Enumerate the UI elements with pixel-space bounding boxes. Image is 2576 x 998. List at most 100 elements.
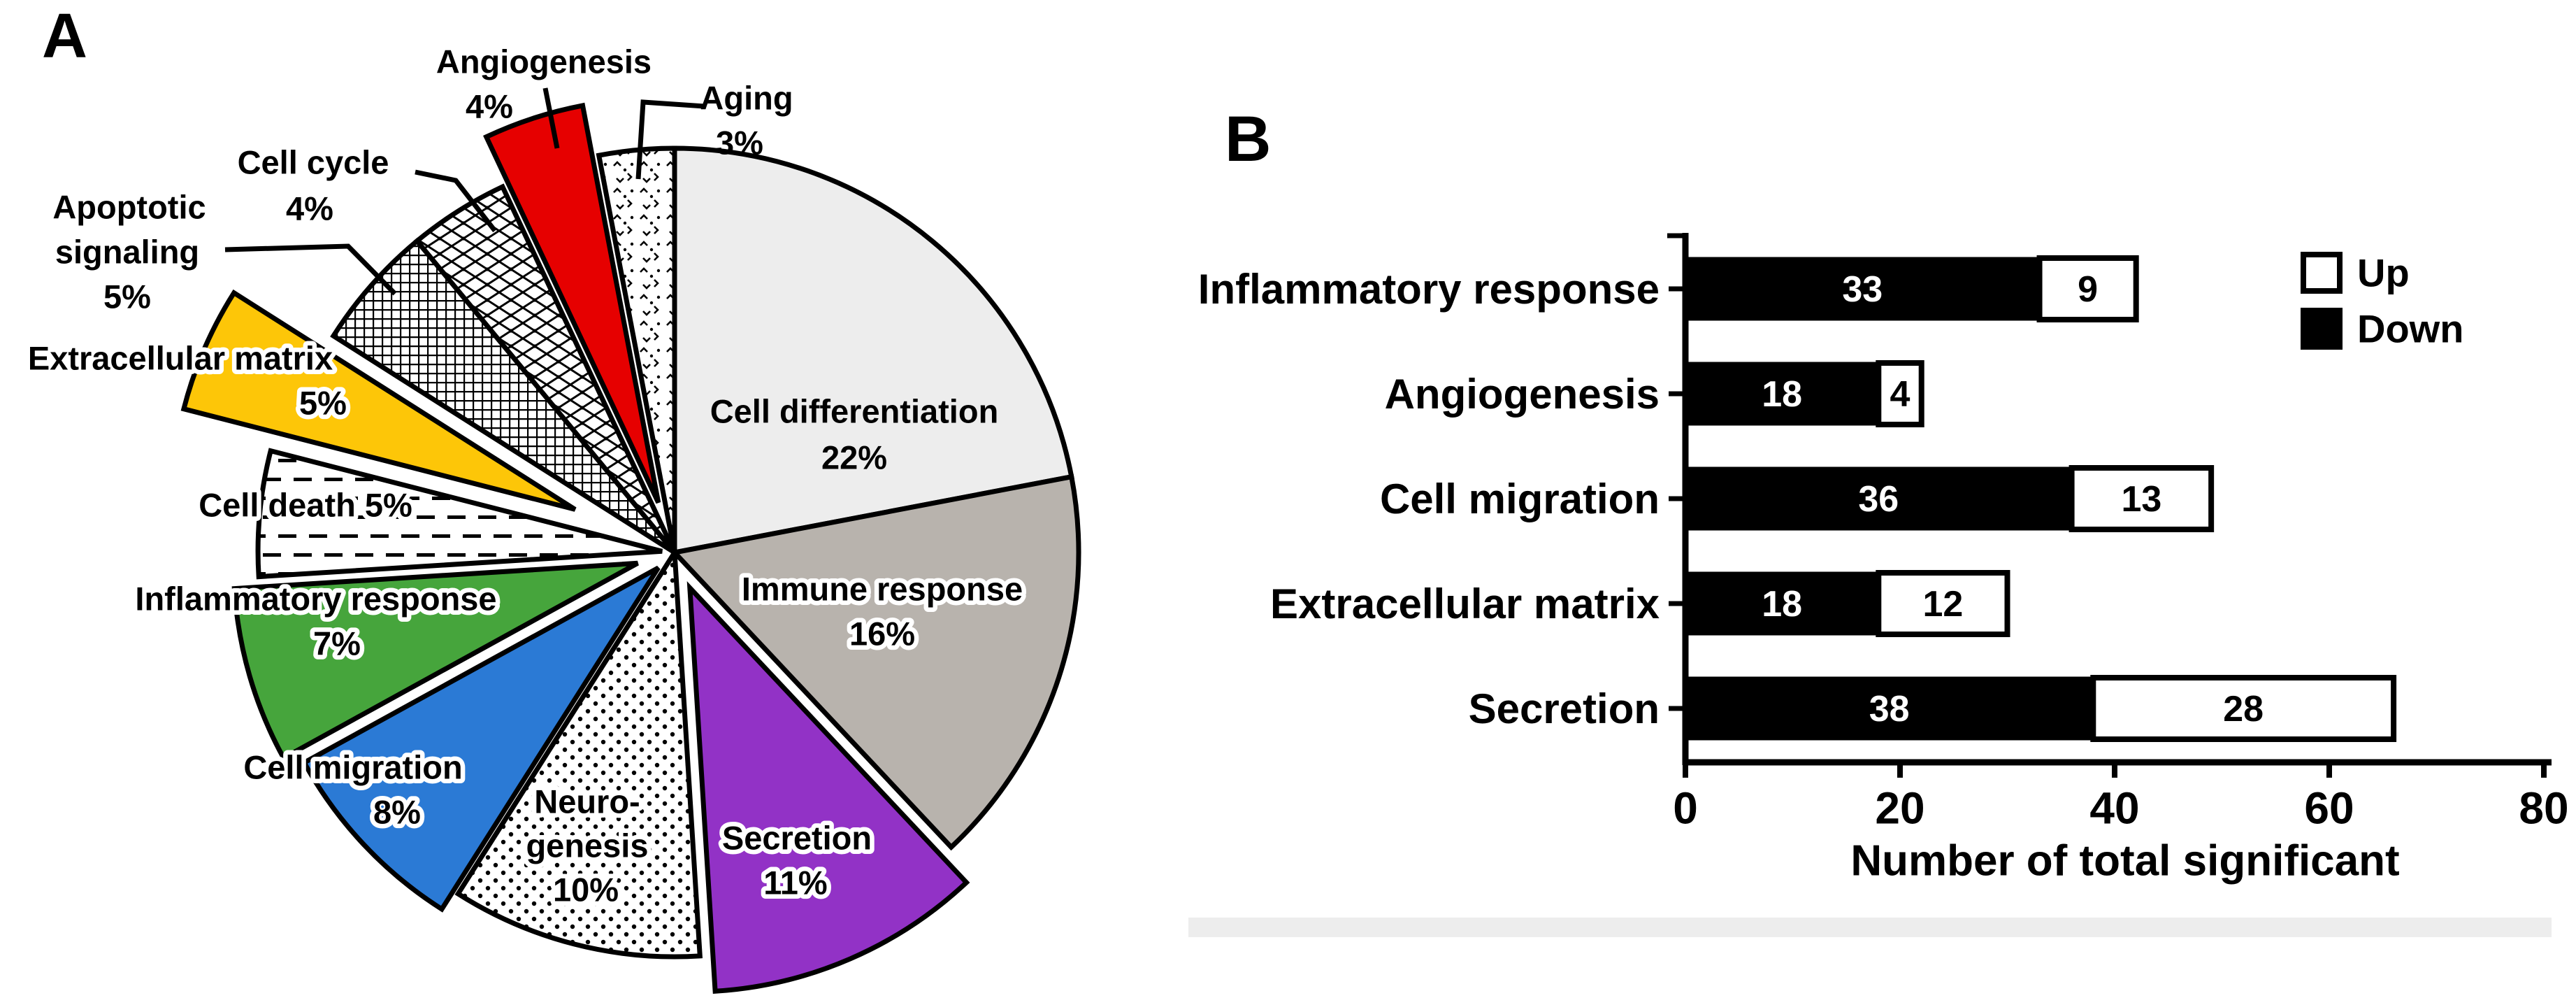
bar-segment-up (2068, 465, 2215, 532)
bar-segment-up (2090, 675, 2397, 742)
pie-label-line: 4% (286, 190, 333, 227)
bar-row-2: Angiogenesis 18 4 (1385, 360, 1924, 427)
pie-label-line: 8% (373, 793, 421, 830)
category-label: Extracellular matrix (1270, 580, 1660, 627)
pie-slice-immune-response (670, 473, 1081, 851)
bar-segment-down (1684, 466, 2073, 531)
background-strip (1188, 918, 2552, 937)
bar-value-up: 12 (1922, 584, 1963, 625)
pie-label-line: Inflammatory response (135, 580, 496, 617)
bar-value-down: 36 (1858, 479, 1899, 520)
bar-segment-up (1876, 360, 1924, 427)
category-label: Cell migration (1380, 476, 1660, 522)
panel-b-letter: B (1225, 104, 1271, 175)
bar-value-down: 18 (1762, 374, 1802, 415)
category-label: Inflammatory response (1198, 266, 1660, 313)
legend-swatch-up (2301, 252, 2343, 294)
x-tick-label-40: 40 (2089, 783, 2139, 833)
pie-label-extracellular-matrix: Extracellular matrix 5% (23, 335, 351, 426)
bar-value-up: 28 (2223, 689, 2264, 729)
pie-slice-extracellular-matrix (180, 289, 577, 512)
pie-label-aging: Aging 3% (700, 79, 793, 161)
pie-slice-angiogenesis (483, 102, 661, 504)
pie-label-line: Extracellular matrix (28, 339, 333, 376)
pie-label-line: genesis (526, 827, 648, 864)
pie-label-line: Neuro- (534, 783, 640, 820)
pie-label-line: 11% (763, 864, 827, 901)
pie-label-cell-differentiation: Cell differentiation 22% (710, 392, 999, 476)
bar-row-1: Inflammatory response 33 9 (1198, 255, 2139, 322)
pie-chart (180, 102, 1081, 995)
category-label: Secretion (1469, 685, 1660, 732)
bar-value-up: 9 (2078, 269, 2098, 310)
bar-value-up: 4 (1890, 374, 1911, 415)
pie-label-cell-cycle: Cell cycle 4% (238, 143, 389, 227)
pie-slice-secretion (686, 581, 970, 995)
bar-value-down: 38 (1869, 689, 1910, 729)
pie-label-line: Cell death 5% (199, 486, 412, 523)
bar-value-down: 33 (1842, 269, 1883, 310)
legend-swatch-down (2301, 308, 2343, 350)
pie-label-line: Aging (700, 79, 793, 116)
pie-slice-cell-death (255, 448, 663, 580)
bar-segment-down (1684, 676, 2094, 741)
pie-slice-apoptotic-signaling (330, 237, 677, 555)
pie-slice-neurogenesis (454, 545, 703, 960)
x-tick-label-20: 20 (1875, 783, 1924, 833)
pie-label-neurogenesis: Neuro-genesis 10% (521, 778, 653, 913)
bar-value-down: 18 (1762, 584, 1802, 625)
pie-label-cell-migration: Cell migration 8% (239, 744, 467, 835)
panel-a: A Cell differentiation 22% Immune response1… (23, 1, 1081, 995)
pie-slice-cell-migration (301, 565, 661, 913)
legend-label-up: Up (2357, 251, 2410, 295)
pie-leader-aging (635, 99, 705, 180)
bar-row-4: Extracellular matrix 18 12 (1270, 570, 2010, 637)
bar-segment-up (1876, 570, 2010, 637)
pie-label-line: Cell cycle (238, 143, 389, 180)
pie-label-line: Apoptotic (52, 188, 206, 225)
pie-label-line: 7% (313, 625, 361, 662)
pie-label-angiogenesis: Angiogenesis 4% (436, 43, 652, 124)
pie-leader-apoptotic-signaling (224, 243, 397, 296)
bar-segment-up (2036, 255, 2139, 322)
pie-label-cell-death: Cell death 5% (194, 482, 417, 528)
pie-slice-cell-differentiation (672, 145, 1074, 556)
category-label: Angiogenesis (1385, 371, 1660, 418)
x-tick-label-80: 80 (2519, 783, 2568, 833)
pie-slice-inflammatory-response (231, 560, 639, 762)
pie-label-line: 5% (299, 384, 347, 421)
pie-label-line: 10% (553, 871, 619, 908)
pie-label-line: 4% (466, 87, 513, 124)
pie-label-line: Secretion (722, 819, 872, 856)
panel-a-letter: A (42, 1, 87, 71)
pie-label-line: 3% (716, 124, 763, 161)
pie-leader-angiogenesis (542, 87, 560, 149)
pie-label-line: Angiogenesis (436, 43, 652, 80)
pie-label-line: 22% (821, 439, 887, 476)
pie-label-secretion: Secretion 11% (717, 815, 876, 906)
pie-label-line: Cell migration (243, 748, 462, 785)
bar-row-3: Cell migration 36 13 (1380, 465, 2215, 532)
pie-label-apoptotic-signaling: Apoptotic signaling 5% (52, 188, 206, 315)
pie-label-line: 5% (103, 278, 151, 315)
x-tick-label-60: 60 (2304, 783, 2354, 833)
pie-label-line: signaling (55, 233, 199, 270)
bar-row-5: Secretion 38 28 (1469, 675, 2397, 742)
pie-label-line: Cell differentiation (710, 392, 999, 429)
bar-value-up: 13 (2121, 479, 2161, 520)
pie-label-inflammatory-response: Inflammatory response 7% (131, 576, 501, 666)
bar-segment-down (1684, 257, 2041, 321)
pie-slice-cell-cycle (413, 183, 677, 555)
x-axis-title: Number of total significant (1850, 837, 2399, 885)
pie-label-line: 16% (849, 615, 915, 652)
x-tick-label-0: 0 (1673, 783, 1698, 833)
legend-label-down: Down (2357, 307, 2463, 351)
pie-leader-cell-cycle (415, 169, 497, 233)
pie-slice-aging (596, 145, 677, 553)
bar-segment-down (1684, 362, 1880, 426)
